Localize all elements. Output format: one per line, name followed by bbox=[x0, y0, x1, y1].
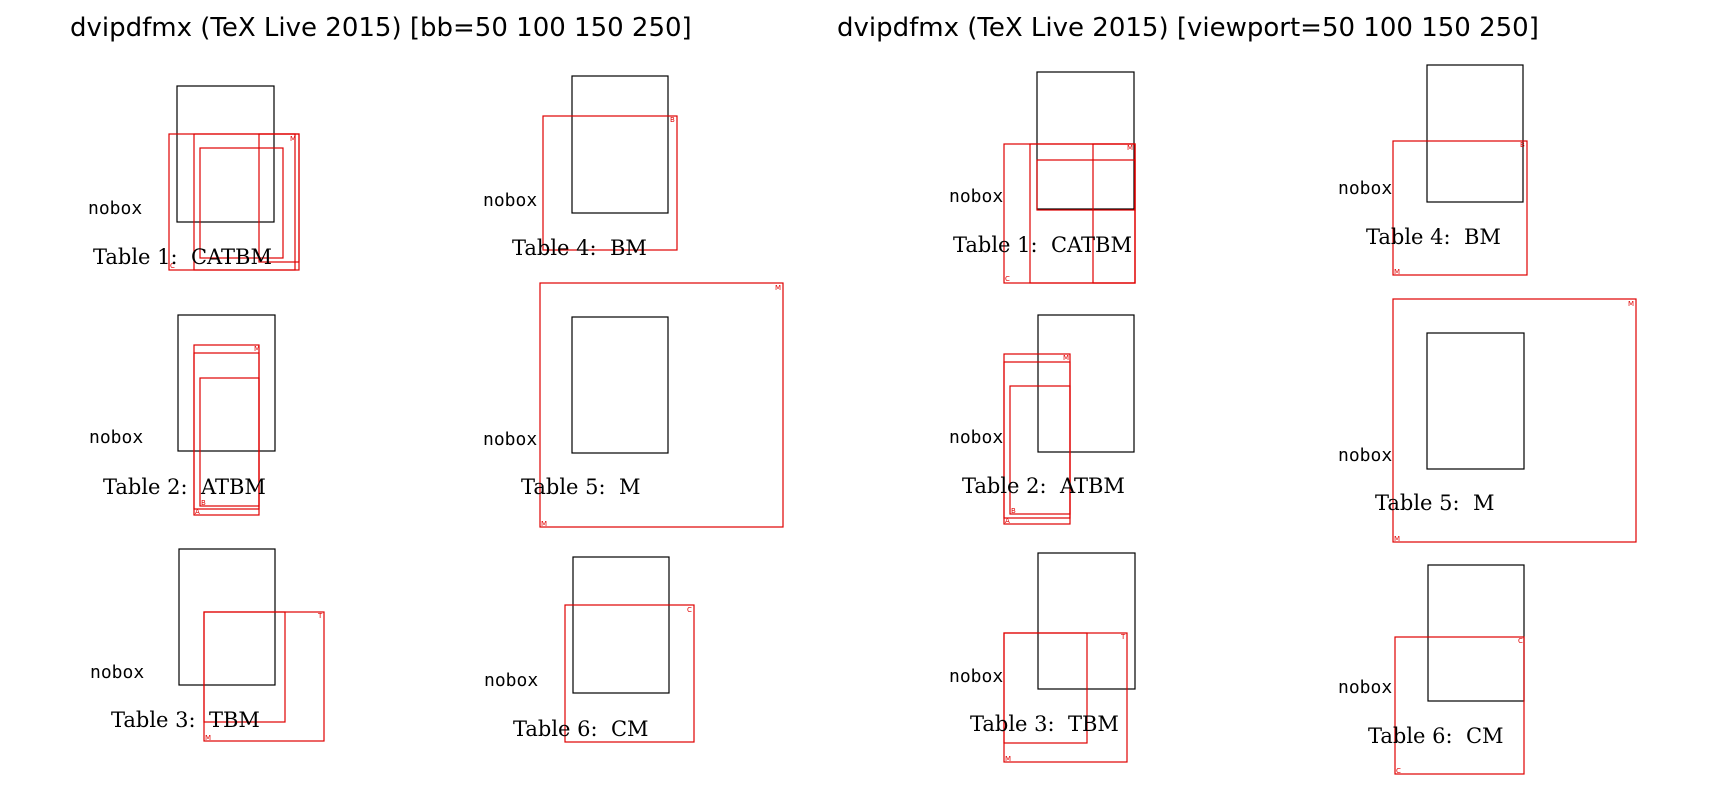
table-4: B nobox Table 4: BM bbox=[483, 75, 678, 260]
table-5: M M nobox Table 5: M bbox=[1338, 298, 1637, 543]
nobox-label: nobox bbox=[88, 198, 142, 219]
nobox-label: nobox bbox=[949, 186, 1003, 207]
marker-b: B bbox=[201, 499, 206, 507]
box-t bbox=[258, 133, 300, 263]
box-a bbox=[1003, 353, 1071, 525]
nobox-label: nobox bbox=[483, 190, 537, 211]
marker-t: T bbox=[1120, 633, 1126, 641]
nobox-label: nobox bbox=[1338, 178, 1392, 199]
marker-c: C bbox=[170, 262, 175, 270]
box-c bbox=[564, 604, 695, 743]
table-6: C nobox Table 6: CM bbox=[484, 556, 695, 743]
table-3: T M nobox Table 3: TBM bbox=[949, 552, 1136, 763]
marker-c: C bbox=[1005, 275, 1010, 283]
marker-m-corner: M bbox=[541, 520, 547, 528]
table-1: M C nobox Table 1: CATBM bbox=[949, 71, 1136, 284]
table-2: M B A nobox Table 2: ATBM bbox=[89, 314, 276, 516]
nobox-label: nobox bbox=[89, 427, 143, 448]
nobox-label: nobox bbox=[483, 429, 537, 450]
table-caption: Table 5: M bbox=[1375, 491, 1494, 515]
marker-m: M bbox=[1628, 300, 1634, 308]
table-caption: Table 2: ATBM bbox=[962, 474, 1125, 498]
table-2: M B A nobox Table 2: ATBM bbox=[949, 314, 1135, 525]
box-b bbox=[1036, 159, 1136, 211]
page-frame bbox=[571, 316, 669, 454]
page-frame bbox=[176, 85, 275, 223]
box-a bbox=[1029, 143, 1136, 284]
table-caption: Table 5: M bbox=[521, 475, 640, 499]
nobox-label: nobox bbox=[949, 666, 1003, 687]
marker-c-corner: C bbox=[1396, 767, 1401, 775]
page-frame bbox=[1037, 314, 1135, 453]
panel-bb: dvipdfmx (TeX Live 2015) [bb=50 100 150 … bbox=[70, 13, 784, 743]
panel-title: dvipdfmx (TeX Live 2015) [bb=50 100 150 … bbox=[70, 13, 692, 43]
table-caption: Table 1: CATBM bbox=[953, 233, 1132, 257]
marker-a: A bbox=[1005, 517, 1010, 525]
nobox-label: nobox bbox=[1338, 677, 1392, 698]
marker-m: M bbox=[1394, 268, 1400, 276]
page-frame bbox=[177, 314, 276, 452]
table-caption: Table 2: ATBM bbox=[103, 475, 266, 499]
table-caption: Table 1: CATBM bbox=[93, 245, 272, 269]
page-frame bbox=[571, 75, 669, 214]
table-6: C C nobox Table 6: CM bbox=[1338, 564, 1525, 775]
marker-m: M bbox=[1127, 144, 1133, 152]
marker-m: M bbox=[1005, 755, 1011, 763]
box-a bbox=[193, 133, 296, 271]
nobox-label: nobox bbox=[1338, 445, 1392, 466]
page-frame bbox=[1426, 332, 1525, 470]
box-c bbox=[1003, 143, 1136, 284]
box-b bbox=[199, 377, 260, 507]
box-b bbox=[1392, 140, 1528, 276]
panel-viewport: dvipdfmx (TeX Live 2015) [viewport=50 10… bbox=[837, 13, 1637, 775]
table-caption: Table 6: CM bbox=[513, 717, 649, 741]
table-4: B M nobox Table 4: BM bbox=[1338, 64, 1528, 276]
box-b bbox=[542, 115, 678, 251]
box-m bbox=[1392, 298, 1637, 543]
table-caption: Table 4: BM bbox=[1366, 225, 1501, 249]
marker-c: C bbox=[1518, 637, 1523, 645]
marker-m: M bbox=[775, 284, 781, 292]
table-caption: Table 3: TBM bbox=[111, 708, 260, 732]
table-caption: Table 6: CM bbox=[1368, 724, 1504, 748]
table-3: T M nobox Table 3: TBM bbox=[90, 548, 325, 742]
page-frame bbox=[178, 548, 276, 686]
marker-t: T bbox=[317, 612, 323, 620]
marker-b: B bbox=[1011, 507, 1016, 515]
table-caption: Table 4: BM bbox=[512, 236, 647, 260]
marker-m: M bbox=[254, 345, 260, 353]
page-frame bbox=[1427, 564, 1525, 702]
box-b bbox=[199, 147, 284, 259]
nobox-label: nobox bbox=[484, 670, 538, 691]
nobox-label: nobox bbox=[949, 427, 1003, 448]
page-frame bbox=[1036, 71, 1135, 210]
marker-c: C bbox=[687, 606, 692, 614]
table-1: M C nobox Table 1: CATBM bbox=[88, 85, 300, 271]
page-frame bbox=[572, 556, 670, 694]
panel-title: dvipdfmx (TeX Live 2015) [viewport=50 10… bbox=[837, 13, 1539, 43]
marker-m-corner: M bbox=[1394, 535, 1400, 543]
table-5: M M nobox Table 5: M bbox=[483, 282, 784, 528]
marker-m: M bbox=[1063, 354, 1069, 362]
marker-b: B bbox=[670, 116, 675, 124]
marker-b: B bbox=[1520, 141, 1525, 149]
nobox-label: nobox bbox=[90, 662, 144, 683]
marker-m: M bbox=[290, 135, 296, 143]
box-t bbox=[1092, 143, 1136, 284]
table-caption: Table 3: TBM bbox=[970, 712, 1119, 736]
box-m bbox=[539, 282, 784, 528]
box-b bbox=[203, 611, 286, 723]
marker-m: M bbox=[205, 734, 211, 742]
box-b bbox=[1003, 632, 1088, 744]
box-b bbox=[1009, 385, 1071, 515]
box-c bbox=[1394, 636, 1525, 775]
page-frame bbox=[1426, 64, 1524, 203]
marker-a: A bbox=[195, 508, 200, 516]
